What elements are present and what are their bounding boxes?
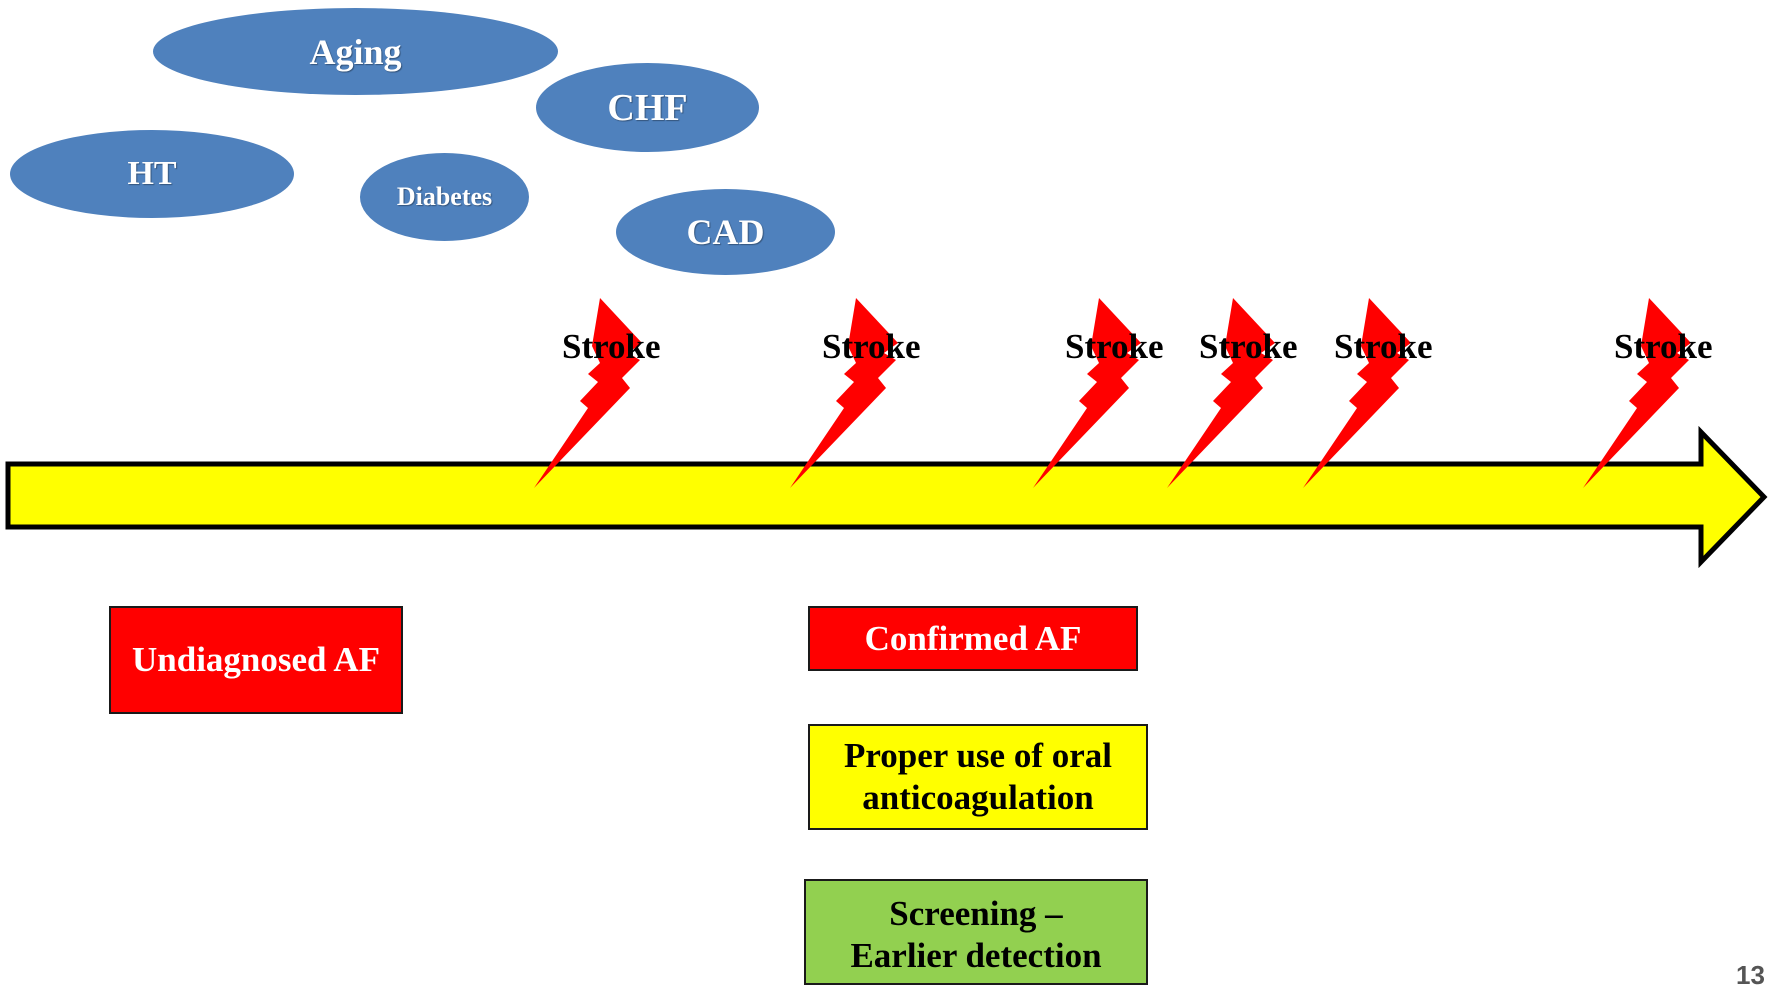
risk-factor-diabetes-label: Diabetes: [396, 182, 493, 211]
risk-factor-cad: CAD: [616, 189, 835, 275]
timeline-arrow: [5, 425, 1768, 569]
page-number: 13: [1736, 960, 1765, 990]
lightning-bolt-5: [1303, 298, 1411, 488]
stroke-label-2: Stroke: [822, 327, 921, 366]
lightning-bolt-6: [1583, 298, 1691, 488]
risk-factor-chf-label: CHF: [607, 86, 688, 129]
undiagnosed-af-label: Undiagnosed AF: [132, 640, 380, 679]
risk-factor-ht-label: HT: [127, 155, 177, 192]
risk-factor-ht: HT: [10, 130, 294, 218]
risk-factor-aging: Aging: [153, 8, 558, 95]
screening-label: Screening –Earlier detection: [850, 893, 1101, 977]
screening-box: Screening –Earlier detection: [804, 879, 1148, 985]
stroke-label-4: Stroke: [1199, 327, 1298, 366]
confirmed-af-label: Confirmed AF: [864, 618, 1082, 658]
oral-anticoagulation-box: Proper use of oral anticoagulation: [808, 724, 1148, 830]
stroke-label-1: Stroke: [562, 327, 661, 366]
risk-factor-aging-label: Aging: [309, 31, 402, 72]
screening-line1: Screening –: [889, 894, 1063, 933]
stroke-label-3: Stroke: [1065, 327, 1164, 366]
confirmed-af-box: Confirmed AF: [808, 606, 1138, 671]
stroke-label-5: Stroke: [1334, 327, 1433, 366]
lightning-bolt-2: [790, 298, 898, 488]
lightning-bolt-4: [1167, 298, 1275, 488]
oral-anticoagulation-label: Proper use of oral anticoagulation: [844, 736, 1112, 817]
stroke-label-6: Stroke: [1614, 327, 1713, 366]
risk-factor-cad-label: CAD: [686, 212, 765, 252]
lightning-bolt-1: [534, 298, 642, 488]
risk-factor-chf: CHF: [536, 63, 759, 152]
screening-line2: Earlier detection: [850, 936, 1102, 975]
undiagnosed-af-box: Undiagnosed AF: [109, 606, 403, 714]
risk-factor-diabetes: Diabetes: [360, 153, 529, 241]
lightning-bolt-3: [1033, 298, 1141, 488]
